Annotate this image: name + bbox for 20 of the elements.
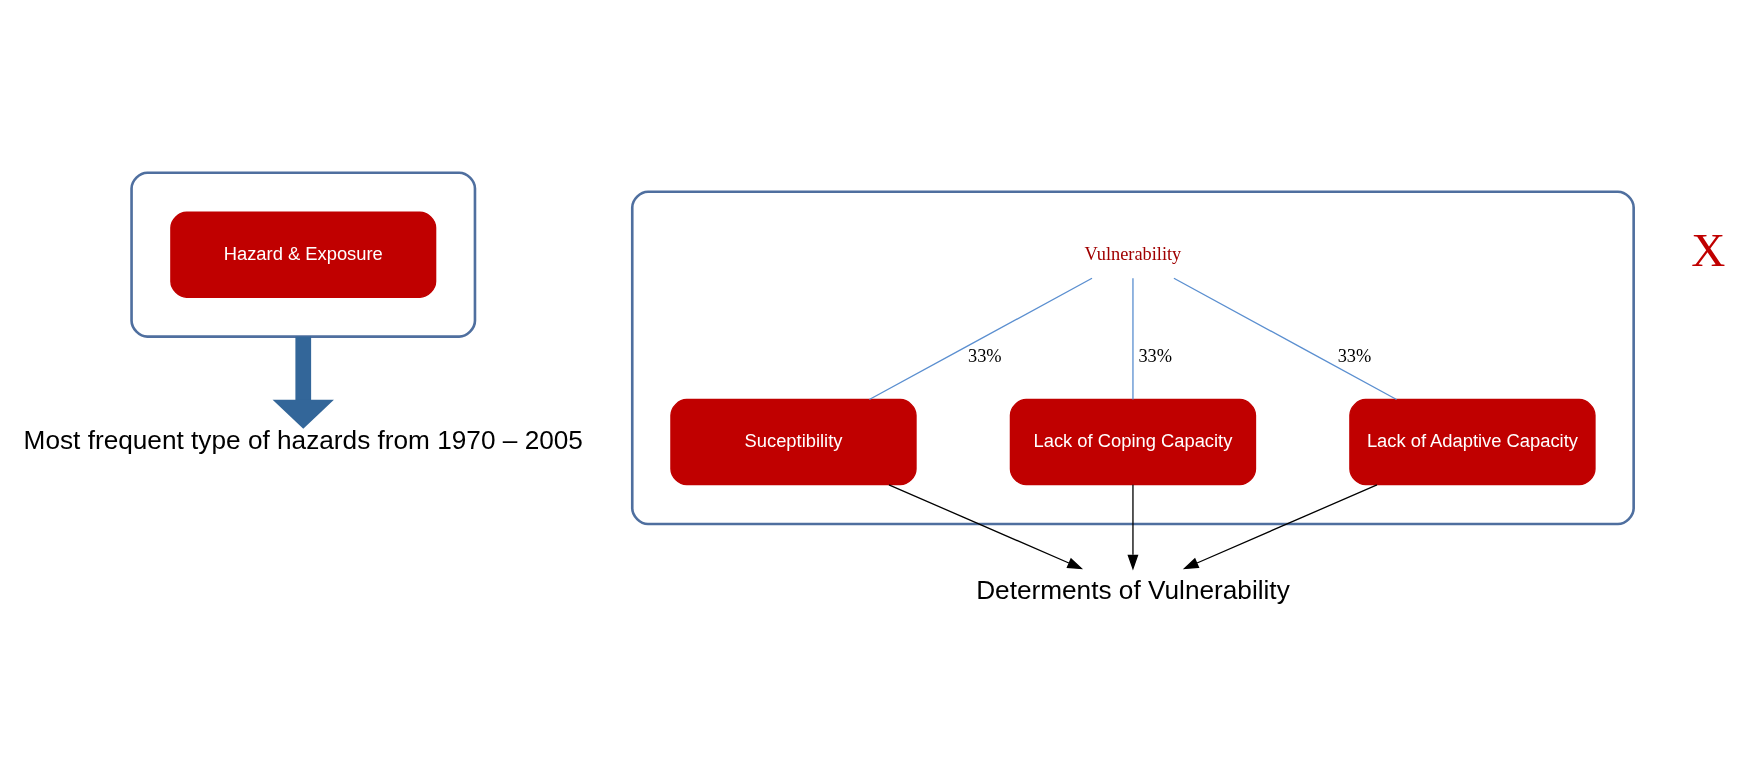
edge-label: 33% <box>1337 345 1372 366</box>
label: X <box>1691 223 1726 276</box>
connector <box>1173 277 1398 400</box>
connector <box>1132 277 1134 400</box>
node-box: Lack of Adaptive Capacity <box>1349 398 1596 485</box>
node-text: Vulnerability <box>1084 243 1182 263</box>
cluster <box>630 189 1635 525</box>
node-box: Lack of Coping Capacity <box>1009 398 1257 485</box>
arrow <box>1182 483 1378 569</box>
node-text: Determents of Vulnerability <box>976 574 1290 605</box>
node-box: Suceptibility <box>670 398 917 485</box>
node-box: Hazard & Exposure <box>170 210 437 298</box>
arrow <box>1127 483 1139 570</box>
connector <box>868 277 1093 400</box>
arrow <box>888 483 1084 569</box>
node-text: Most frequent type of hazards from 1970 – 2005 <box>23 424 583 455</box>
cluster <box>130 170 477 338</box>
edge-label: 33% <box>968 345 1002 366</box>
edge-label: 33% <box>1138 345 1173 366</box>
arrow <box>272 336 334 429</box>
